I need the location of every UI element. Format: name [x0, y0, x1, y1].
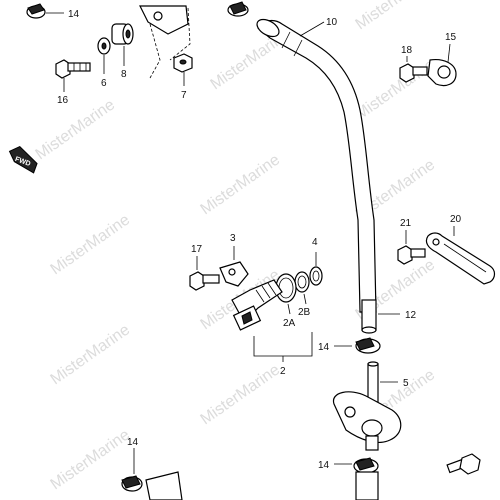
- callout-14: 14: [68, 9, 80, 20]
- watermark-text: MisterMarine: [33, 96, 119, 163]
- callout-5: 5: [403, 378, 409, 389]
- callout-2: 2: [280, 366, 286, 377]
- watermark-text: MisterMarine: [48, 426, 134, 493]
- watermark-text: MisterMarine: [353, 0, 439, 33]
- callout-18: 18: [401, 45, 413, 56]
- callout-6: 6: [101, 78, 107, 89]
- hose-clamp-mid: 14: [318, 337, 381, 354]
- o-ring-part-2A: 2A: [275, 273, 297, 329]
- callout-15: 15: [445, 32, 457, 43]
- callout-10: 10: [326, 17, 338, 28]
- callout-8: 8: [121, 69, 127, 80]
- bolt-part-17: 17: [189, 244, 220, 291]
- bolt-part-bottom: [446, 453, 481, 475]
- plate-part-3: 3: [219, 233, 249, 287]
- watermark-text: MisterMarine: [353, 56, 439, 123]
- pipe-part-12: 12: [361, 299, 417, 334]
- hose-clamp-top: 14: [26, 3, 80, 20]
- watermark-text: MisterMarine: [48, 321, 134, 388]
- callout-14: 14: [318, 342, 330, 353]
- o-ring-part-4: 4: [309, 237, 323, 286]
- callout-21: 21: [400, 218, 412, 229]
- hose-clamp-lower-left: 14: [121, 437, 183, 500]
- callout-7: 7: [181, 90, 187, 101]
- watermark-text: MisterMarine: [48, 211, 134, 278]
- clip-part-15: 15: [427, 32, 457, 87]
- callout-16: 16: [57, 95, 69, 106]
- bolt-part-18: 18: [399, 45, 428, 83]
- hose-clamp-upper: [227, 1, 249, 17]
- watermark-text: MisterMarine: [198, 361, 284, 428]
- washer-part: 6: [97, 37, 111, 89]
- bolt-part-21: 21: [397, 218, 426, 265]
- callout-2a: 2A: [283, 318, 296, 329]
- bracket-part: [139, 5, 191, 79]
- strap-part-20: 20: [425, 214, 496, 285]
- callout-14: 14: [318, 460, 330, 471]
- nut-part-7: 7: [173, 53, 193, 101]
- callout-2b: 2B: [298, 307, 311, 318]
- callout-17: 17: [191, 244, 203, 255]
- callout-20: 20: [450, 214, 462, 225]
- grommet-part: 8: [111, 23, 134, 80]
- callout-4: 4: [312, 237, 318, 248]
- o-ring-part-2B: 2B: [294, 271, 311, 318]
- watermark-text: MisterMarine: [198, 151, 284, 218]
- hose-clamp-bottom: 14: [318, 457, 379, 500]
- callout-12: 12: [405, 310, 417, 321]
- callout-14: 14: [127, 437, 139, 448]
- callout-3: 3: [230, 233, 236, 244]
- fitting-part-5: 5: [332, 361, 409, 451]
- injector-part-2: 2: [231, 279, 313, 377]
- bolt-part-16: 16: [55, 59, 91, 106]
- hose-part-10: 10: [256, 17, 377, 313]
